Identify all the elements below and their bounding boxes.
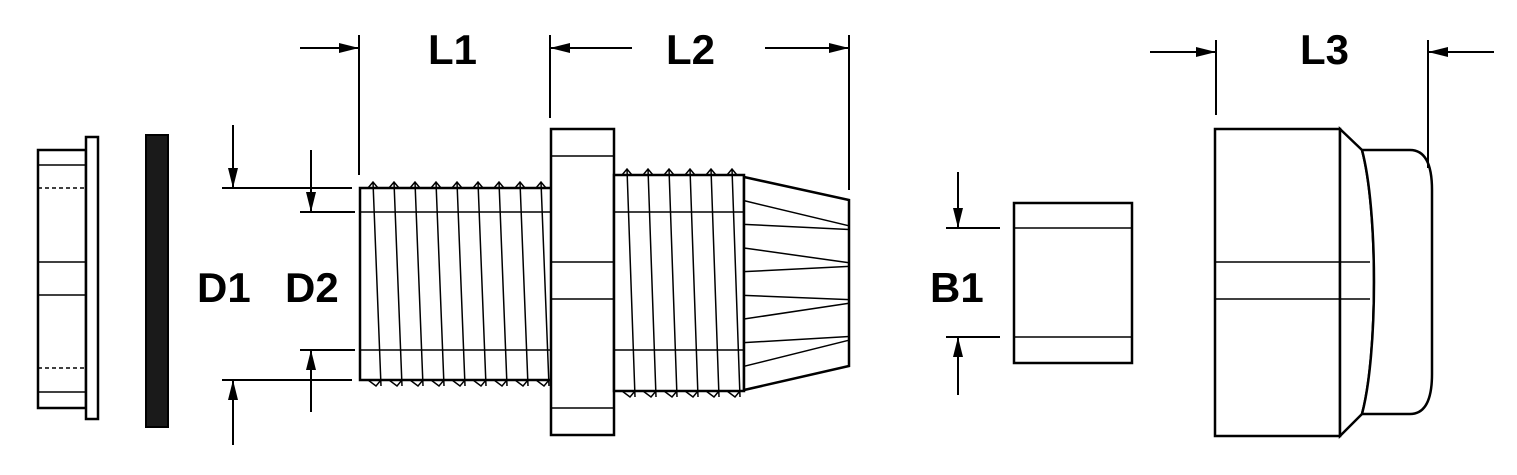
finger-line xyxy=(743,265,850,273)
gland-body xyxy=(358,127,851,437)
lock-nut xyxy=(36,135,100,421)
l1-dimension xyxy=(300,35,360,175)
thread-tooth xyxy=(514,180,529,388)
d1-dimension xyxy=(222,125,352,445)
thread-tooth xyxy=(367,180,382,388)
finger-line xyxy=(743,339,850,368)
thread-tooth xyxy=(472,180,487,388)
d2-label: D2 xyxy=(285,264,339,311)
thread-tooth xyxy=(726,167,741,399)
l1-label: L1 xyxy=(428,26,477,73)
cap-nut xyxy=(1213,126,1434,440)
thread-tooth xyxy=(663,167,678,399)
thread-tooth xyxy=(388,180,403,388)
d2-dimension xyxy=(300,150,355,412)
l2-label: L2 xyxy=(666,26,715,73)
d1-label: D1 xyxy=(197,264,251,311)
thread-tooth xyxy=(430,180,445,388)
cap-thread xyxy=(621,167,741,399)
finger-line xyxy=(743,199,850,227)
finger-line xyxy=(743,302,850,320)
thread-tooth xyxy=(493,180,508,388)
thread-tooth xyxy=(705,167,720,399)
b1-dimension xyxy=(946,172,1000,395)
finger-line xyxy=(743,335,850,344)
sealing-washer xyxy=(145,134,169,428)
b1-label: B1 xyxy=(930,264,984,311)
finger-line xyxy=(743,223,850,231)
finger-line xyxy=(743,247,850,264)
l3-dimension xyxy=(1150,40,1494,168)
thread-tooth xyxy=(621,167,636,399)
thread-tooth xyxy=(409,180,424,388)
clamping-fingers xyxy=(743,199,850,368)
thread-tooth xyxy=(451,180,466,388)
thread-tooth xyxy=(684,167,699,399)
l3-label: L3 xyxy=(1300,26,1349,73)
seal-insert xyxy=(1012,201,1134,365)
thread-tooth xyxy=(642,167,657,399)
finger-line xyxy=(743,294,850,301)
thread-tooth xyxy=(535,180,550,388)
entry-thread xyxy=(367,180,550,388)
l2-dimension xyxy=(549,35,850,190)
